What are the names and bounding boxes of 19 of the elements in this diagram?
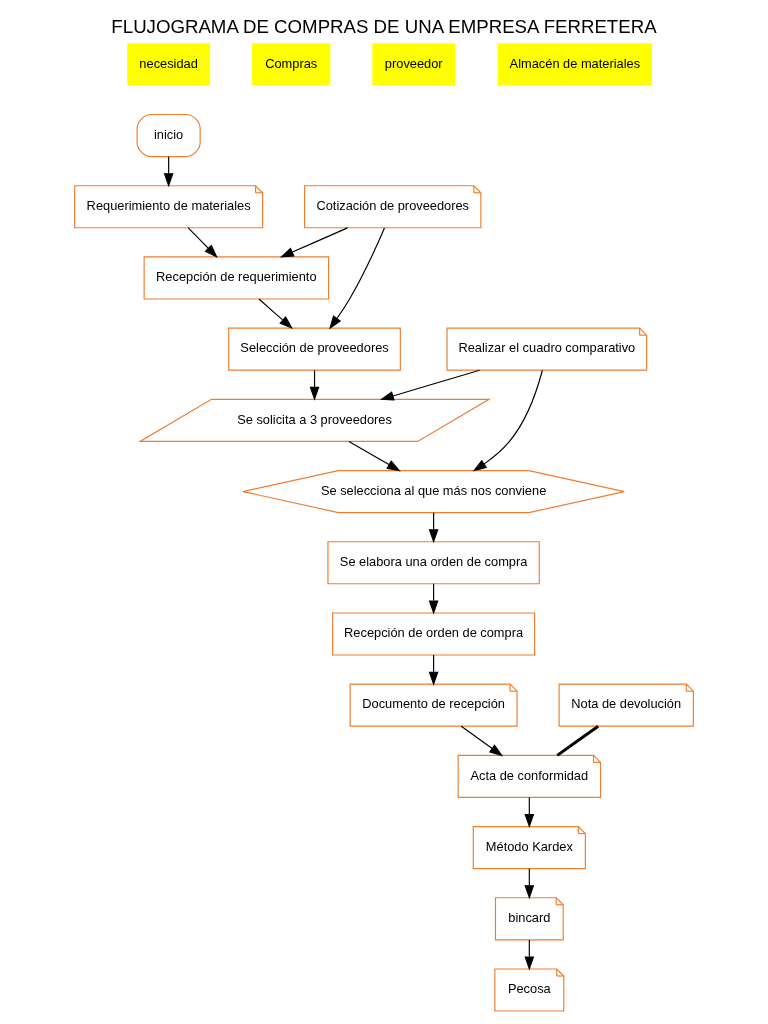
diagram-title: FLUJOGRAMA DE COMPRAS DE UNA EMPRESA FERRETERA bbox=[111, 15, 657, 37]
arrow bbox=[258, 298, 294, 330]
arrow bbox=[279, 227, 349, 258]
arrow bbox=[460, 725, 504, 757]
node-box: Se elabora una orden de compra bbox=[327, 541, 540, 585]
label: Almacén de materiales bbox=[509, 55, 641, 71]
connector bbox=[556, 725, 600, 757]
arrow bbox=[348, 440, 401, 472]
arrow bbox=[187, 227, 218, 258]
node-box: Recepción de orden de compra bbox=[332, 612, 536, 656]
label: necesidad bbox=[139, 55, 198, 71]
node-box: Selección de proveedores bbox=[228, 327, 401, 371]
node-box: inicio bbox=[136, 113, 201, 158]
label: Compras bbox=[265, 55, 318, 71]
label: proveedor bbox=[384, 55, 443, 71]
arrow bbox=[379, 369, 481, 401]
node-box: Recepción de requerimiento bbox=[143, 256, 330, 300]
arrow bbox=[472, 369, 543, 472]
arrow bbox=[329, 227, 386, 330]
